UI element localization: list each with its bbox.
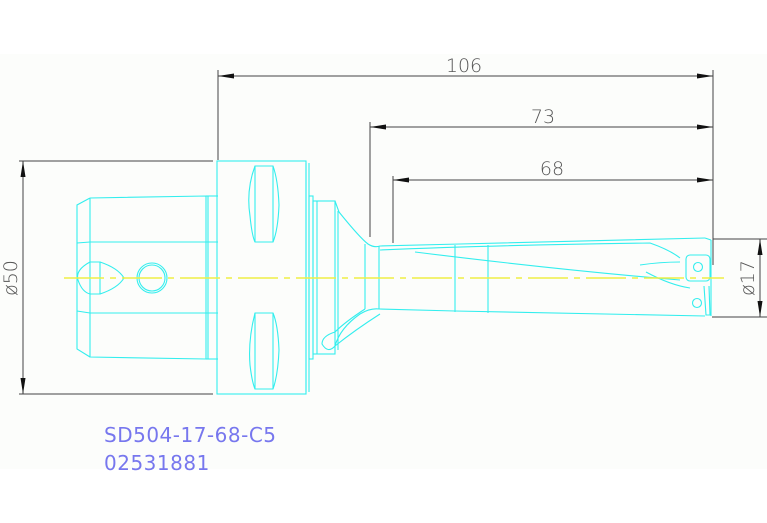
dimension-shank-diameter: ø50 xyxy=(0,160,213,395)
dimension-flute-length: 68 xyxy=(392,158,713,243)
dimension-68-text: 68 xyxy=(540,158,564,180)
order-code-label: 02531881 xyxy=(104,451,210,475)
drill-neck xyxy=(321,200,706,351)
part-number-label: SD504-17-68-C5 xyxy=(104,423,277,447)
dimension-106-text: 106 xyxy=(446,55,482,77)
dimension-50-text: ø50 xyxy=(0,260,22,296)
drill-flute xyxy=(379,237,712,316)
dimension-overall-length: 106 xyxy=(217,55,714,265)
dimension-17-text: ø17 xyxy=(737,260,759,296)
drawing-sheet xyxy=(0,54,767,469)
dimension-73-text: 73 xyxy=(531,106,555,128)
dimension-cutting-diameter: ø17 xyxy=(712,238,767,318)
dimension-body-length: 73 xyxy=(369,106,713,237)
